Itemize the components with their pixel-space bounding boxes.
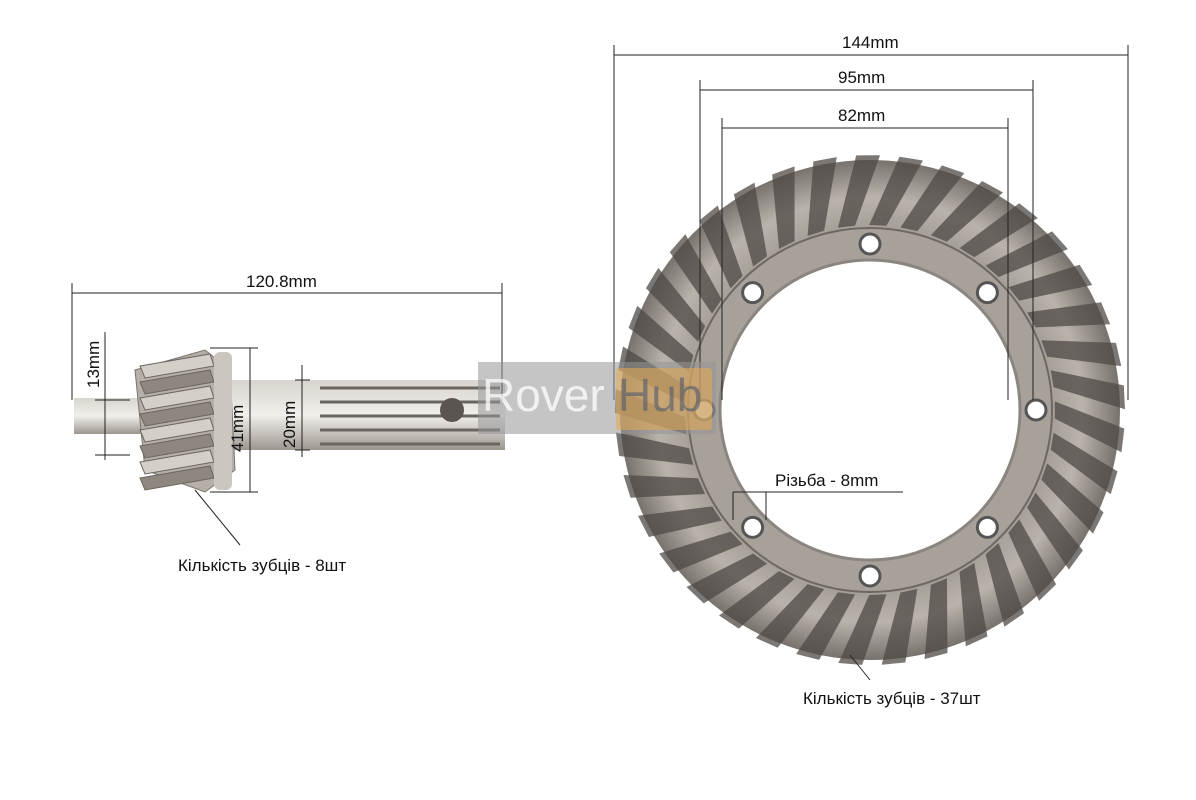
shaft-diameter-label: 20mm: [280, 400, 299, 448]
ring-tooth-gap: [1041, 340, 1122, 367]
ring-gear-bore: [718, 258, 1022, 562]
ring-tooth-gap: [900, 165, 965, 232]
ring-tooth-gap: [838, 594, 887, 665]
pinion-gear: [74, 349, 505, 493]
ring-tooth-gap: [1050, 432, 1118, 495]
ring-tooth-gap: [1041, 463, 1104, 534]
watermark-text-rover: Rover: [482, 369, 605, 421]
ring-tooth-gap: [1008, 264, 1093, 301]
watermark-text-hub: Hub: [618, 369, 703, 421]
shaft-end-label: 13mm: [84, 340, 103, 388]
ring-tooth-gap: [796, 592, 856, 660]
pinion-collar: [214, 352, 232, 490]
pinion-teeth-label: Кількість зубців - 8шт: [178, 556, 347, 575]
pinion-teeth: [139, 353, 215, 491]
ring-tooth-gap: [959, 203, 1038, 258]
ring-tooth-gap: [807, 157, 837, 236]
mid-diameter-label: 95mm: [838, 68, 886, 87]
bolt-hole: [1024, 398, 1048, 422]
ring-tooth-gap: [733, 182, 768, 267]
ring-teeth-label: Кількість зубців - 37шт: [803, 689, 981, 708]
ring-tooth-gap: [924, 578, 948, 660]
gear-diameter-label: 41mm: [228, 404, 247, 452]
ring-tooth-gap: [1027, 302, 1111, 328]
ring-tooth-gap: [659, 531, 743, 573]
ring-tooth-gap: [930, 180, 1004, 242]
ring-tooth-gap: [623, 475, 706, 498]
inner-diameter-label: 82mm: [838, 106, 886, 125]
ring-tooth-gap: [669, 234, 722, 314]
ring-tooth-gap: [772, 166, 795, 249]
watermark: Rover Hub: [478, 362, 716, 434]
bolt-hole: [858, 232, 882, 256]
outer-diameter-label: 144mm: [842, 33, 899, 52]
ring-tooth-gap: [837, 155, 881, 228]
ring-tooth-gap: [959, 562, 988, 647]
ring-tooth-gap: [1050, 370, 1125, 410]
bolt-hole: [741, 515, 765, 539]
bolt-hole: [975, 515, 999, 539]
ring-tooth-gap: [645, 267, 706, 342]
ring-tooth-gap: [637, 506, 722, 537]
shaft-hole: [440, 398, 464, 422]
ring-tooth-gap: [869, 156, 923, 226]
ring-tooth-gap: [1008, 519, 1057, 601]
ring-tooth-gap: [985, 231, 1068, 277]
ring-tooth-gap: [719, 571, 795, 629]
ring-tooth-gap: [1027, 492, 1083, 570]
ring-tooth-gap: [881, 588, 918, 665]
thread-label: Різьба - 8mm: [775, 471, 879, 490]
ring-tooth-gap: [985, 543, 1025, 627]
bolt-hole: [858, 564, 882, 588]
ring-tooth-gap: [686, 553, 768, 604]
bolt-hole: [975, 281, 999, 305]
pinion-length-label: 120.8mm: [246, 272, 317, 291]
dimension-lines: [71, 45, 1129, 681]
ring-tooth-gap: [628, 305, 694, 372]
pinion-splines: [320, 386, 500, 446]
bolt-hole: [741, 281, 765, 305]
ring-tooth-gap: [755, 584, 825, 648]
ring-tooth-gap: [1054, 401, 1125, 453]
ring-tooth-gap: [699, 205, 743, 289]
ring-tooth-gap: [615, 432, 694, 465]
